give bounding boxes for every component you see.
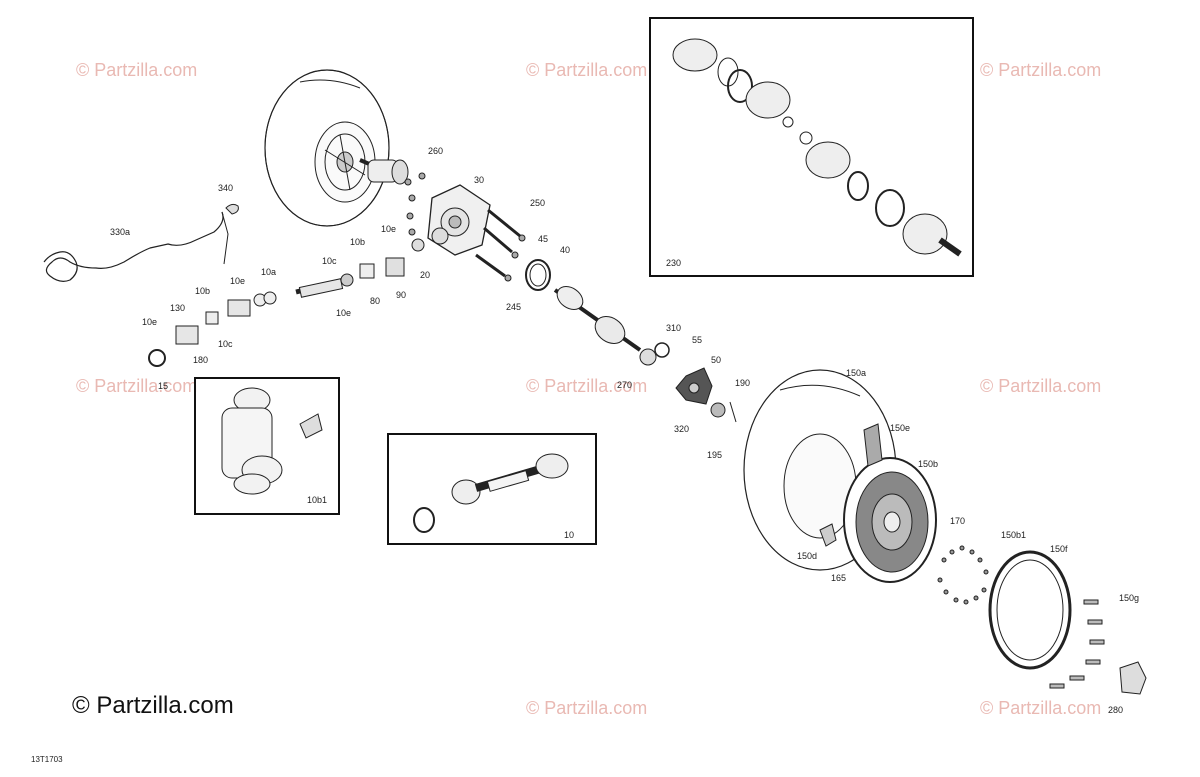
part-label: 280: [1108, 705, 1124, 715]
valve-150d: [819, 523, 837, 547]
part-label: 270: [617, 380, 633, 390]
part-label: 150f: [1050, 544, 1068, 554]
bolts-150g: [1049, 599, 1105, 689]
watermark: © Partzilla.com: [526, 376, 647, 396]
inset-drive-shaft-assembly: [387, 433, 597, 545]
part-label: 10b1: [307, 495, 328, 505]
part-label: 150d: [797, 551, 818, 561]
part-label: 15: [158, 381, 169, 391]
rim-150b: [843, 457, 937, 583]
part-label: 45: [538, 234, 549, 244]
cap-280: [1119, 661, 1147, 695]
part-label: 10a: [261, 267, 277, 277]
cv-kit-parts: [672, 38, 962, 257]
part-label: 150g: [1119, 593, 1140, 603]
part-label: 40: [560, 245, 571, 255]
part-label: 250: [530, 198, 546, 208]
watermark: © Partzilla.com: [76, 376, 197, 396]
drawing-id: 13T1703: [31, 755, 63, 764]
part-label: 90: [396, 290, 407, 300]
part-label: 150b1: [1001, 530, 1027, 540]
part-label: 50: [711, 355, 722, 365]
part-label: 245: [506, 302, 522, 312]
part-label: 190: [735, 378, 751, 388]
seal-245: [525, 259, 551, 291]
rear-axle-shaft: [553, 286, 670, 366]
watermark: © Partzilla.com: [980, 60, 1101, 80]
part-label: 150a: [846, 368, 867, 378]
hub-50: [675, 367, 737, 423]
cable-330a: [43, 211, 224, 282]
inset-cv-joint-kit: [649, 17, 974, 277]
part-label: 170: [950, 516, 966, 526]
watermark: © Partzilla.com: [526, 60, 647, 80]
watermark: © Partzilla.com: [980, 698, 1101, 718]
part-label: 150b: [918, 459, 939, 469]
differential: [427, 184, 491, 256]
clip-340: [225, 203, 239, 215]
part-label: 80: [370, 296, 381, 306]
part-label: 10e: [381, 224, 397, 234]
part-label: 195: [707, 450, 723, 460]
watermark: © Partzilla.com: [526, 698, 647, 718]
part-label: 260: [428, 146, 444, 156]
part-label: 10b: [195, 286, 211, 296]
part-label: 130: [170, 303, 186, 313]
part-label: 310: [666, 323, 682, 333]
front-tire: [264, 69, 390, 227]
part-label: 10e: [142, 317, 158, 327]
bolts-150b1: [937, 545, 989, 605]
part-label: 165: [831, 573, 847, 583]
studs-250: [475, 208, 526, 282]
drive-shaft-part: [413, 453, 569, 533]
u-joint-part: [221, 387, 323, 495]
part-label: 10e: [336, 308, 352, 318]
copyright-notice: © Partzilla.com: [72, 692, 234, 719]
front-axle: [359, 158, 409, 185]
part-label: 180: [193, 355, 209, 365]
prop-shaft: [148, 238, 425, 367]
beadlock-ring-150f: [988, 550, 1072, 670]
part-label: 230: [666, 258, 682, 268]
decal-150e: [863, 423, 883, 467]
watermark: © Partzilla.com: [76, 60, 197, 80]
part-label: 10c: [322, 256, 337, 266]
part-label: 10: [564, 530, 575, 540]
inset-u-joint-detail: [194, 377, 340, 515]
part-label: 20: [420, 270, 431, 280]
bolts-260: [404, 172, 426, 236]
part-label: 10e: [230, 276, 246, 286]
part-label: 320: [674, 424, 690, 434]
part-label: 10c: [218, 339, 233, 349]
part-label: 340: [218, 183, 234, 193]
watermark: © Partzilla.com: [980, 376, 1101, 396]
part-label: 330a: [110, 227, 131, 237]
part-label: 55: [692, 335, 703, 345]
watermark-layer: © Partzilla.com © Partzilla.com © Partzi…: [76, 60, 1101, 718]
part-label: 150e: [890, 423, 911, 433]
part-label: 10b: [350, 237, 366, 247]
part-label: 30: [474, 175, 485, 185]
